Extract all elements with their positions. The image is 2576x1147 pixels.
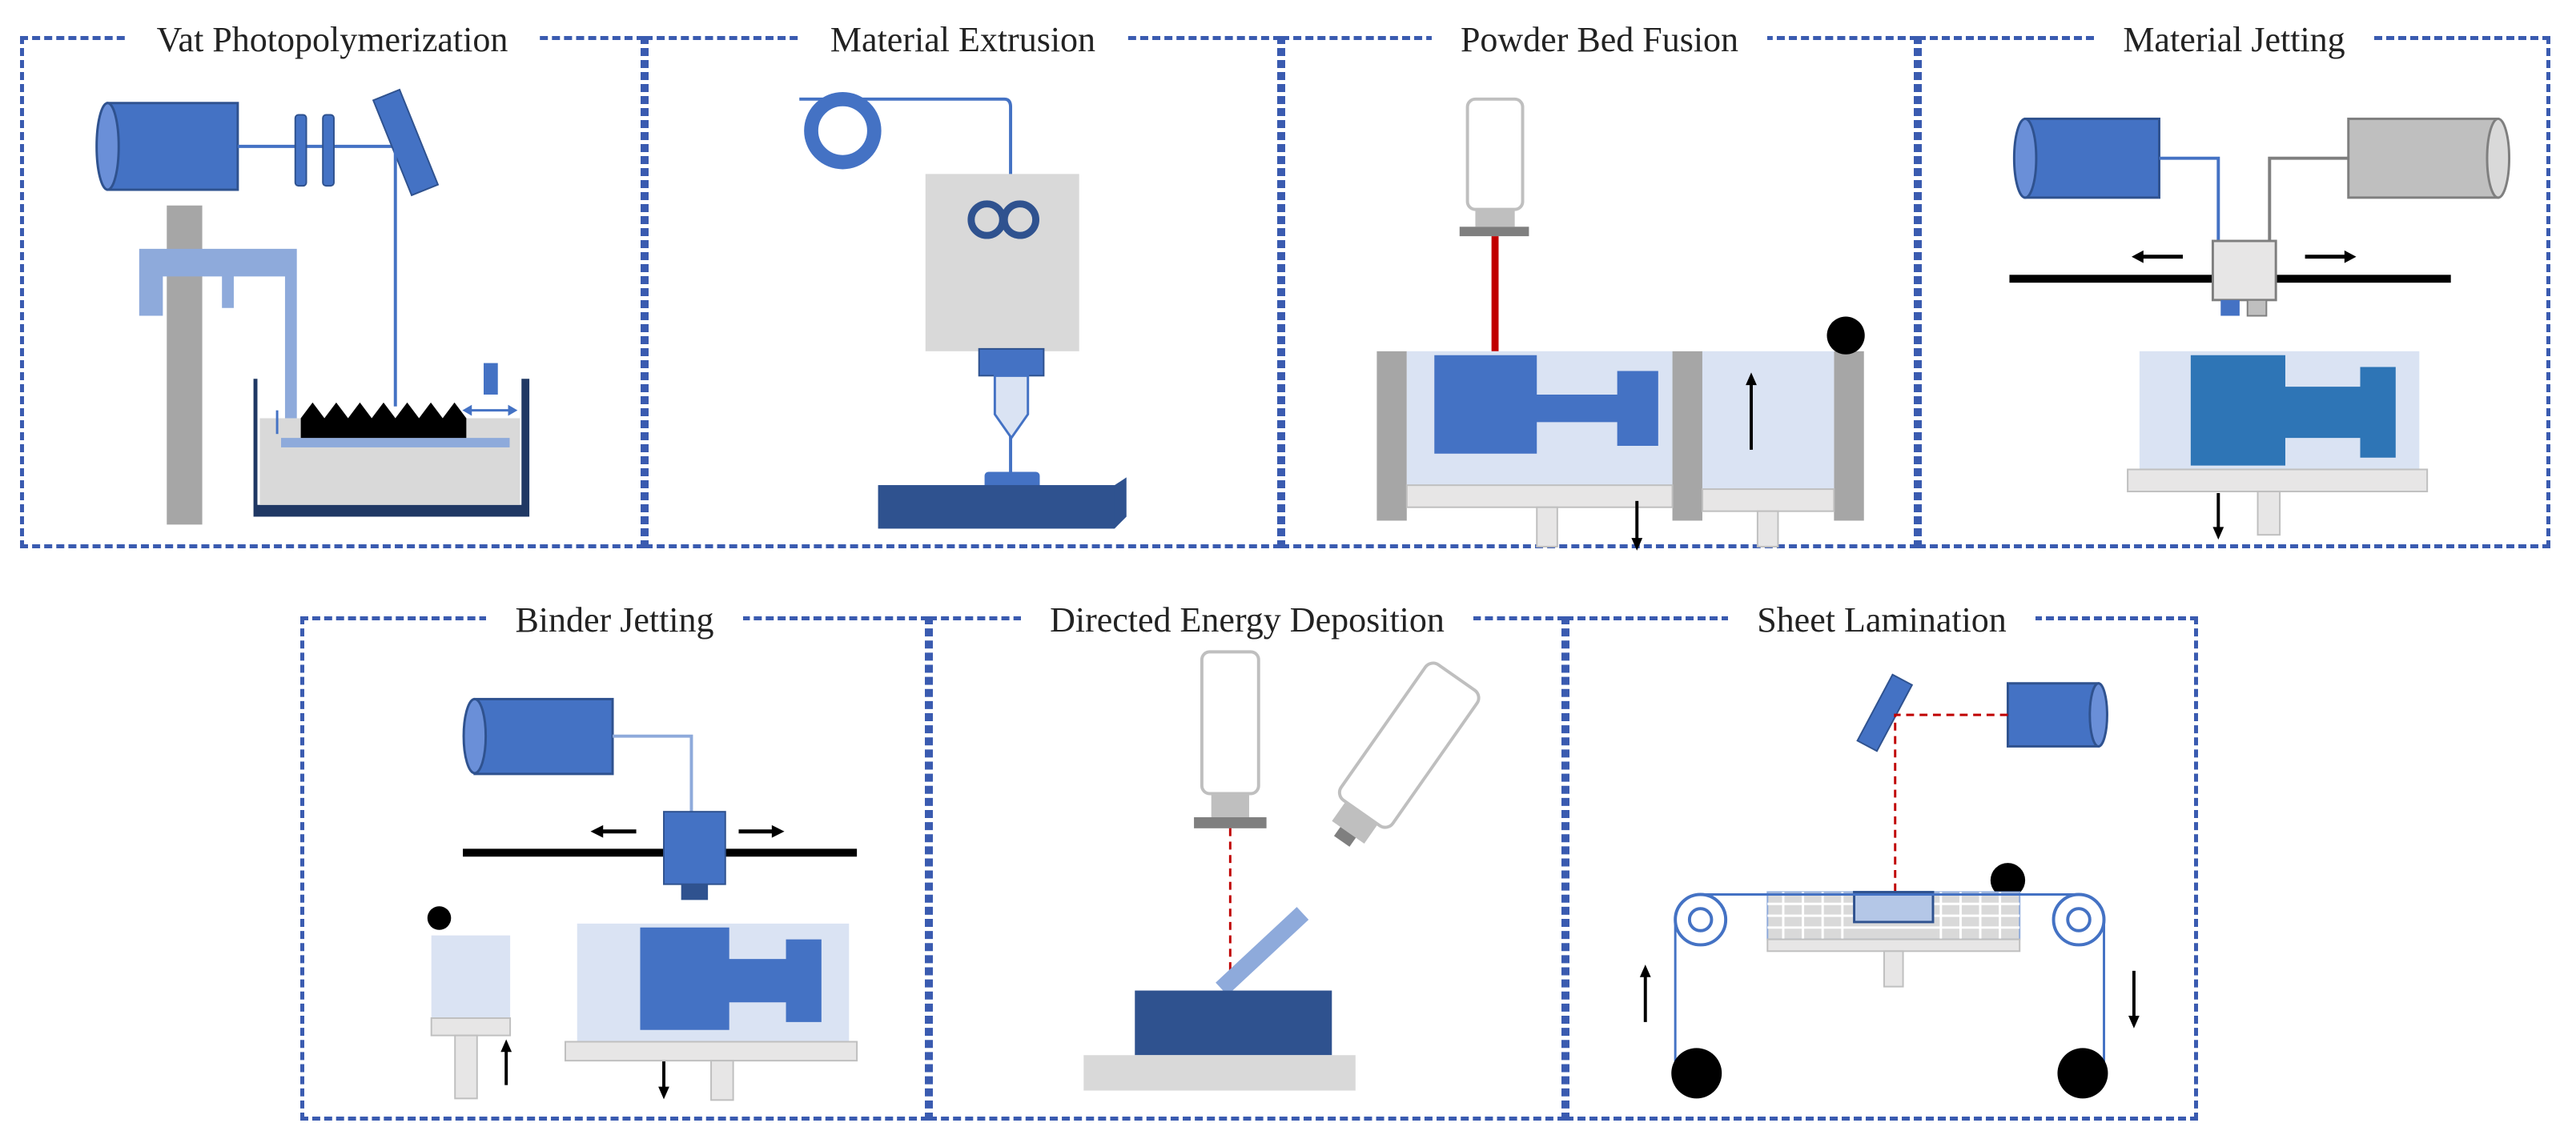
nozzle (993, 374, 1030, 440)
sheet-feed (1674, 893, 2105, 1062)
vat-diagram (95, 88, 530, 525)
fused-part (1434, 355, 1658, 454)
panel-powder-bed-fusion: Powder Bed Fusion (1281, 11, 1918, 551)
feed-line (2268, 156, 2349, 245)
print-head (663, 811, 726, 885)
panel-binder-jetting: Binder Jetting (300, 592, 929, 1121)
cut-part (1853, 891, 1935, 924)
extrusion-diagram (799, 91, 1127, 529)
build-platform (139, 248, 297, 427)
ded-diagram (1083, 650, 1481, 1091)
build-platform (565, 1041, 858, 1062)
recoater-blade (484, 363, 498, 395)
support-tank (2347, 117, 2500, 199)
nozzle-support (2246, 299, 2268, 317)
powder-stream (1216, 907, 1309, 996)
supply-piston (454, 1034, 478, 1100)
extruder-housing (925, 174, 1079, 351)
build-platform (1405, 484, 1674, 508)
jetting-diagram (2009, 117, 2511, 540)
chamber-wall-left (1376, 351, 1407, 521)
laser-head (1465, 97, 1525, 211)
feed-line (2159, 156, 2220, 245)
printed-part (2190, 355, 2396, 466)
nozzle-material (2220, 299, 2240, 316)
printed-part (300, 402, 467, 439)
feed-line (613, 734, 693, 814)
drive-wheel (1000, 200, 1039, 239)
binder-diagram (427, 697, 858, 1101)
sheet-diagram (1639, 673, 2140, 1099)
substrate (1083, 1055, 1356, 1091)
platform-piston (2257, 491, 2281, 536)
print-head (2211, 239, 2277, 302)
laser-head (1200, 650, 1260, 796)
build-platform (2127, 468, 2429, 493)
mirror (1856, 673, 1914, 752)
gantry-rail (463, 848, 858, 857)
laser-lens (1194, 817, 1267, 828)
material-tank (2023, 117, 2160, 199)
laser-beam (1894, 713, 2008, 900)
supply-platform (430, 1017, 512, 1037)
platform-piston (710, 1060, 734, 1101)
lens (294, 114, 307, 187)
pbf-diagram (1376, 97, 1865, 551)
panel-vat-photopolymerization: Vat Photopolymerization (20, 11, 645, 548)
laser-source (95, 102, 239, 191)
filament (799, 97, 1013, 505)
panel-material-jetting: Material Jetting (1918, 11, 2550, 548)
panel-sheet-lamination: Sheet Lamination (1565, 592, 2198, 1121)
supply-piston (1756, 510, 1779, 547)
supply-platform (1701, 488, 1835, 512)
print-nozzle (681, 884, 709, 900)
binder-tank (473, 697, 614, 776)
laser-lens (1459, 227, 1529, 237)
platform-piston (1536, 506, 1558, 547)
panel-directed-energy-deposition: Directed Energy Deposition (929, 592, 1565, 1121)
laser-source (2006, 682, 2100, 748)
resin-surface (281, 438, 510, 447)
filament-spool (804, 91, 882, 170)
powder-supply (431, 935, 511, 1018)
powder-nozzle (1332, 661, 1481, 847)
panel-material-extrusion: Material Extrusion (645, 11, 1281, 548)
build-platform (1766, 938, 2021, 952)
platform-piston (1883, 950, 1904, 988)
heater-block (978, 347, 1045, 377)
powder-supply (1702, 351, 1835, 490)
recoater-roller (427, 906, 452, 930)
bound-part (640, 927, 822, 1030)
waste-spool (2057, 1048, 2108, 1099)
chamber-wall-right (1834, 351, 1864, 521)
recoater-roller (1827, 316, 1865, 355)
chamber-wall-middle (1672, 351, 1702, 521)
supply-spool (1671, 1048, 1722, 1099)
heated-roller (1990, 863, 2026, 898)
mirror (372, 88, 440, 197)
deposited-part (1135, 990, 1332, 1056)
lens (322, 114, 335, 187)
